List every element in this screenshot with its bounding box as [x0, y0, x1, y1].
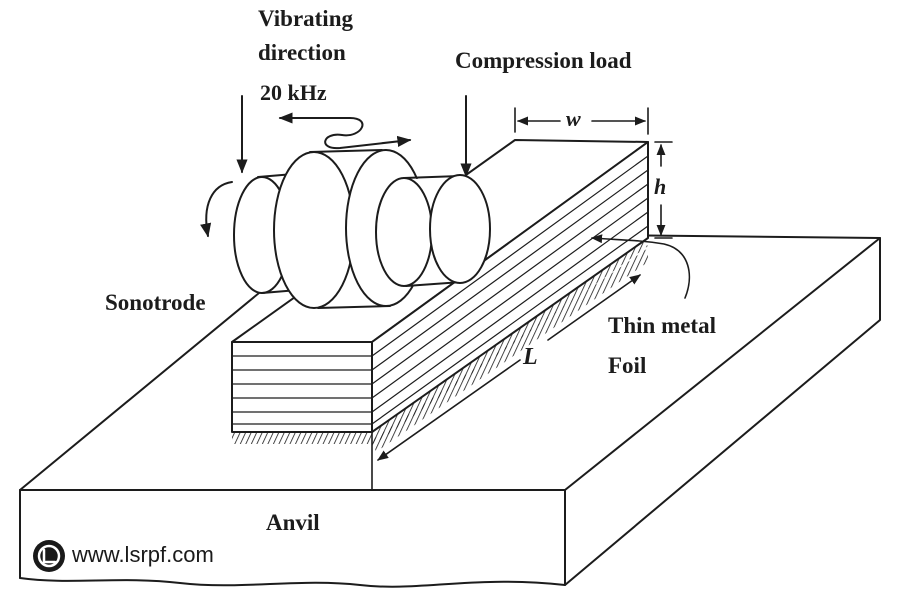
foil-hatching [232, 238, 648, 452]
sonotrode-label: Sonotrode [105, 290, 206, 315]
rotation-arrow [200, 181, 233, 238]
height-label: h [654, 174, 667, 199]
lsrpf-logo-icon [33, 540, 65, 572]
width-label: w [566, 106, 581, 131]
watermark-url: www.lsrpf.com [72, 542, 214, 567]
width-dimension [514, 107, 649, 135]
vibration-arrow [278, 112, 412, 150]
anvil-label: Anvil [266, 510, 320, 535]
sonotrode [233, 149, 491, 309]
foil-label: Foil [608, 353, 647, 378]
length-label: L [523, 344, 538, 370]
length-dimension [377, 274, 641, 461]
foil-leader-line [590, 234, 691, 299]
frequency-label: 20 kHz [260, 80, 327, 105]
vibrating-label-line2: direction [258, 40, 346, 65]
thin-metal-label: Thin metal [608, 313, 716, 338]
compression-load-label: Compression load [455, 48, 632, 73]
height-dimension [654, 141, 673, 239]
vibrating-label-line1: Vibrating [258, 6, 353, 31]
